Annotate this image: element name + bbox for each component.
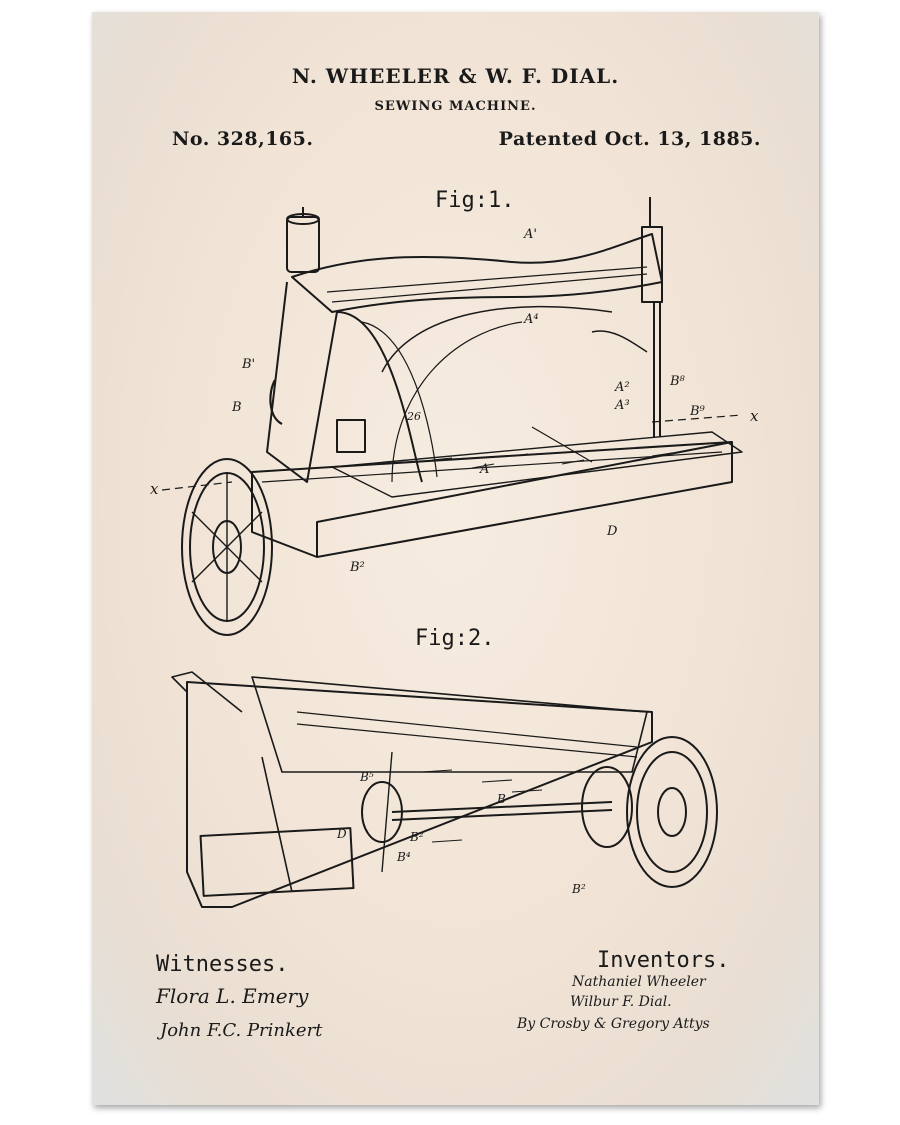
handwheel xyxy=(181,458,273,636)
attorney-signature: By Crosby & Gregory Attys xyxy=(517,1016,710,1032)
patent-date: Patented Oct. 13, 1885. xyxy=(498,128,761,150)
fig1-ref-a4: A⁴ xyxy=(524,312,539,327)
witnesses-heading: Witnesses. xyxy=(156,952,289,977)
patent-inventors-names: N. WHEELER & W. F. DIAL. xyxy=(291,64,620,88)
inventor-signature-1: Nathaniel Wheeler xyxy=(572,974,706,990)
spool xyxy=(286,216,320,273)
shuttle xyxy=(336,419,366,453)
fig1-ref-a1: A' xyxy=(524,227,537,242)
fig1-ref-b2: B² xyxy=(350,560,365,575)
figure-1-drawing xyxy=(161,197,743,908)
fig1-ref-a3: A³ xyxy=(615,398,630,413)
patent-number: No. 328,165. xyxy=(172,128,314,150)
machine-pillar xyxy=(266,281,338,483)
fig2-ref-b2b: B² xyxy=(572,882,586,896)
fig1-ref-a2: A² xyxy=(615,380,630,395)
figure-2-label: Fig:2. xyxy=(415,626,495,651)
witness-signature-1: Flora L. Emery xyxy=(156,984,309,1008)
machine-bed xyxy=(251,441,733,558)
fig2-ref-b2a: B² xyxy=(410,830,424,844)
fig1-ref-b9: B⁹ xyxy=(690,404,705,419)
fig2-ref-b5: B⁵ xyxy=(360,770,374,784)
fig2-ref-b: B xyxy=(497,792,506,806)
figure-2-drawing xyxy=(171,671,718,908)
fig2-ref-b4: B⁴ xyxy=(397,850,411,864)
patent-title: SEWING MACHINE. xyxy=(374,99,537,114)
fig1-axis-x-right: x xyxy=(750,407,759,425)
fig1-ref-26: 26 xyxy=(407,410,421,423)
fig1-ref-b8: B⁸ xyxy=(670,374,685,389)
inventor-signature-2: Wilbur F. Dial. xyxy=(570,994,672,1010)
needle-bar xyxy=(641,226,663,303)
witness-signature-2: John F.C. Prinkert xyxy=(160,1020,323,1041)
fig1-axis-x-left: x xyxy=(150,480,159,498)
fig1-ref-a: A xyxy=(480,462,490,477)
fig2-ref-d: D xyxy=(337,827,347,841)
patent-poster: N. WHEELER & W. F. DIAL. SEWING MACHINE.… xyxy=(92,12,819,1105)
figure-1-label: Fig:1. xyxy=(435,188,515,213)
fig1-ref-d: D xyxy=(607,524,618,539)
fig1-ref-b1: B' xyxy=(242,357,256,372)
machine-arm xyxy=(291,233,663,313)
inventors-heading: Inventors. xyxy=(597,948,730,973)
fig1-ref-b: B xyxy=(232,400,242,415)
